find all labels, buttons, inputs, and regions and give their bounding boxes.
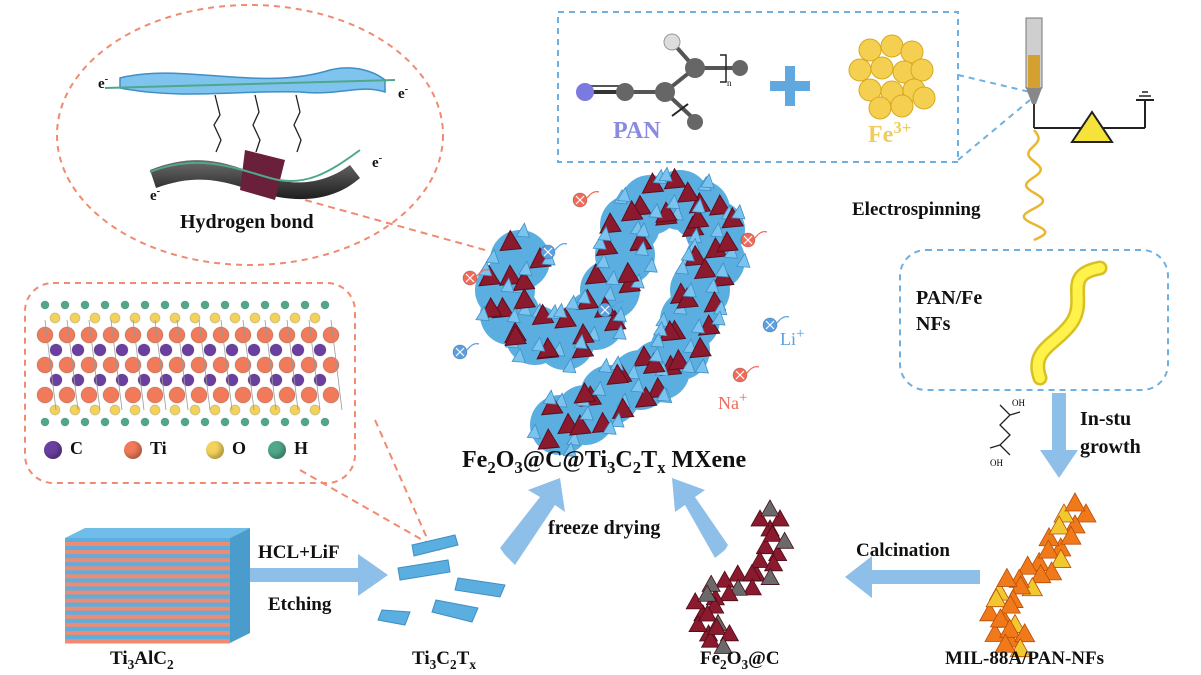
legend-dot-o: [206, 441, 224, 459]
mxene-sheet: [119, 67, 386, 95]
etching-label: Etching: [268, 594, 332, 615]
crystal-structure-inset: [24, 282, 356, 484]
hcl-lif-label: HCL+LiF: [258, 542, 340, 563]
legend-dot-h: [268, 441, 286, 459]
fe2o3-c-fiber: [685, 499, 795, 654]
li-na-ions: [452, 191, 790, 383]
product-title: Fe2O3@C@Ti3C2Tx MXene: [462, 447, 747, 477]
pan-fe-nf-inset: [899, 249, 1169, 391]
precursor-inset: [557, 11, 959, 163]
hydrogen-bond-inset: [56, 4, 444, 266]
fe3-ion-label: Fe3+: [868, 118, 912, 148]
fe2o3c-label: Fe2O3@C: [700, 648, 780, 672]
mil88a-label: MIL-88A/PAN-NFs: [945, 648, 1105, 669]
insitu-growth-label: In-stu growth: [1080, 408, 1141, 458]
ti3c2tx-label: Ti3C2Tx: [412, 648, 476, 672]
fe-ion-cluster: [848, 34, 936, 120]
legend-dot-ti: [124, 441, 142, 459]
ti3alc2-label: Ti3AlC2: [110, 648, 174, 672]
legend-dot-c: [44, 441, 62, 459]
process-arrows: [250, 393, 1078, 598]
mil88a-pan-fiber: [979, 492, 1097, 658]
na-ion-label: Na+: [718, 390, 748, 413]
nitrogen-atom: [576, 83, 594, 101]
freeze-drying-label: freeze drying: [548, 517, 661, 539]
connector-line-top: [304, 199, 486, 251]
legend-label-c: C: [70, 438, 83, 458]
fumaric-acid-structure: [989, 404, 1021, 456]
ti3alc2-layered-block: [65, 528, 250, 644]
oh-label-top: OH: [1012, 398, 1025, 408]
calcination-label: Calcination: [856, 540, 950, 561]
pan-label: PAN: [613, 118, 661, 144]
pan-fe-nfs-label: PAN/Fe NFs: [916, 287, 983, 335]
oh-label-bottom: OH: [990, 458, 1003, 468]
legend-label-ti: Ti: [150, 438, 167, 458]
ti3c2tx-flakes: [377, 534, 506, 626]
electron-label-3: e-: [150, 186, 161, 204]
hydrogen-bond-label: Hydrogen bond: [180, 211, 314, 233]
electrospinning-label: Electrospinning: [852, 199, 981, 220]
oh-bonds: [213, 94, 302, 153]
electron-label-2: e-: [398, 84, 409, 102]
legend-label-h: H: [294, 438, 309, 458]
electron-label-4: e-: [372, 153, 383, 171]
electron-label-1: e-: [98, 74, 109, 92]
fe2o3-c-mxene-fiber: [475, 166, 751, 457]
li-ion-label: Li+: [780, 326, 805, 349]
repeat-n-label: n: [727, 78, 732, 88]
electrospinning-setup: [1022, 17, 1154, 242]
legend-label-o: O: [232, 438, 247, 458]
voltage-warning-icon: [1070, 110, 1114, 143]
